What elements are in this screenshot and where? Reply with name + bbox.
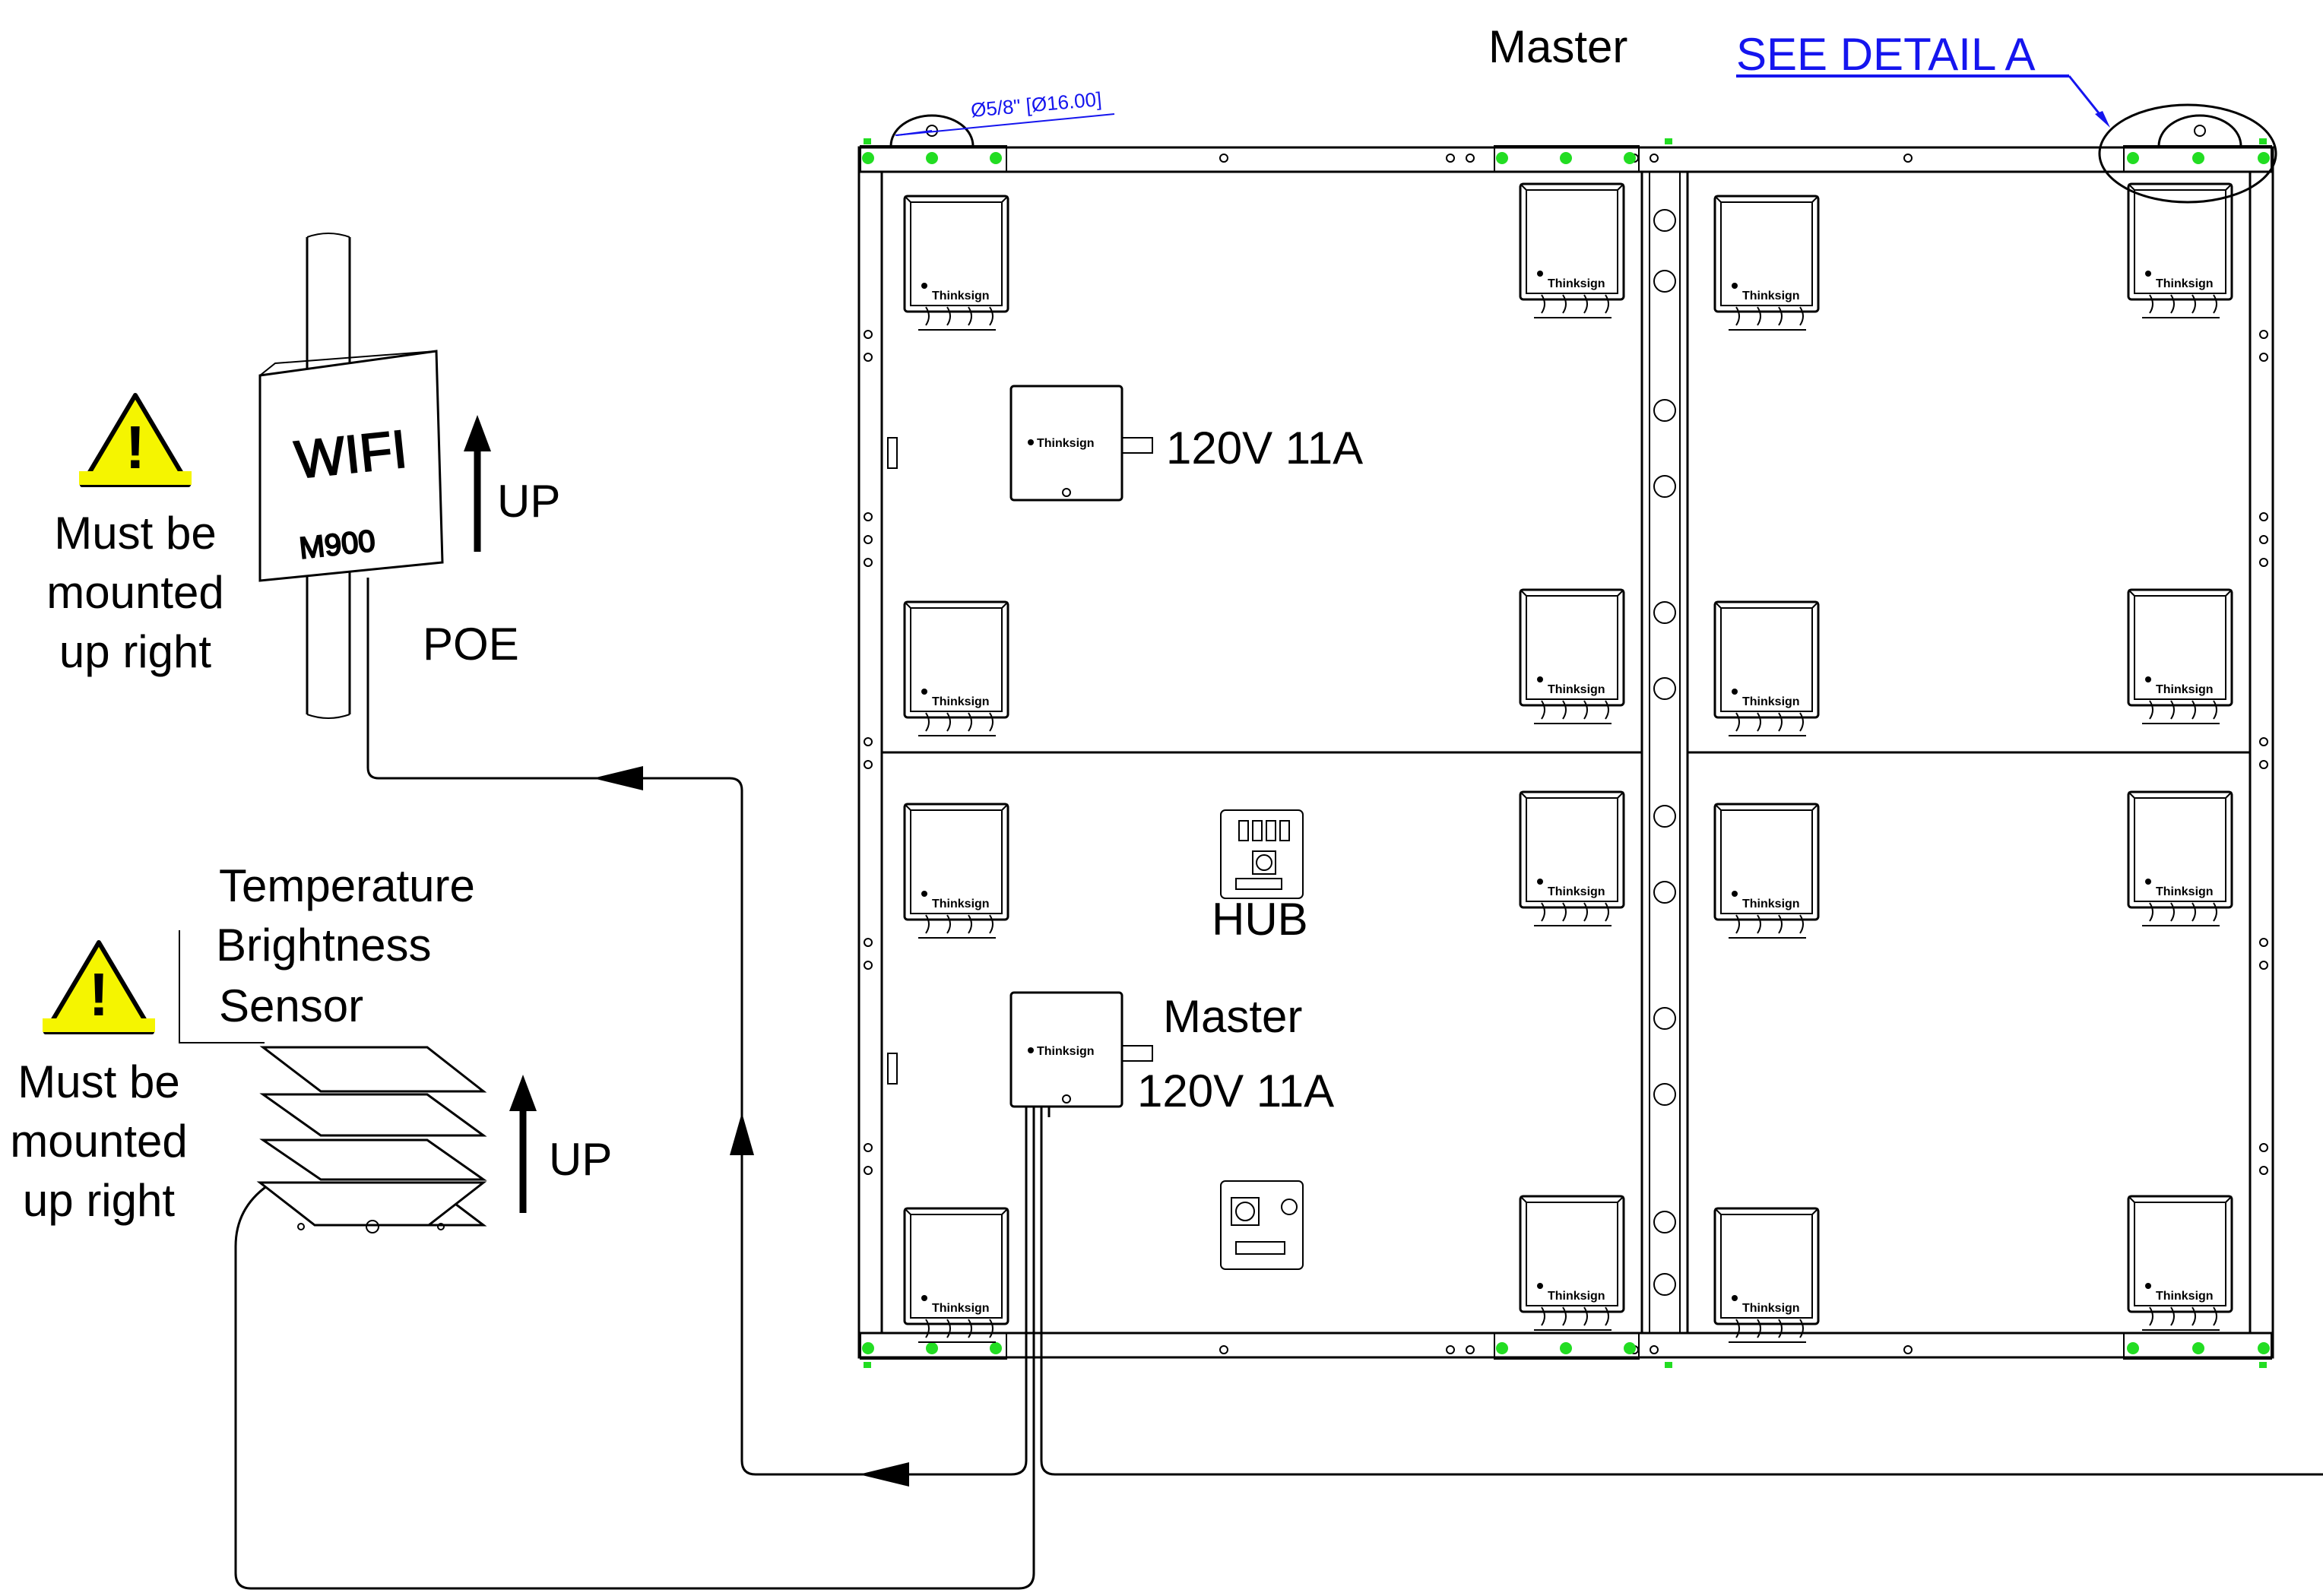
poe-label: POE [423,619,519,670]
module-brand: Thinksign [2156,277,2214,290]
module-brand: Thinksign [932,290,990,302]
dimension-annotation: Ø5/8" [Ø16.00] [895,87,1115,136]
warning-line: up right [23,1175,175,1226]
module-brand: Thinksign [1742,898,1800,910]
side-connectors [887,437,898,1085]
module-brand: Thinksign [932,898,990,910]
fan-modules [903,182,2233,1344]
psu-rating: 120V 11A [1137,1066,1334,1116]
module-brand-labels: Thinksign Thinksign Thinksign Thinksign … [932,277,2214,1315]
fan-module [903,600,1009,737]
hub-board: HUB [1212,809,1308,945]
warning-line: up right [59,626,211,677]
fan-module [2127,790,2233,927]
detail-a-text[interactable]: SEE DETAIL A [1736,29,2036,80]
psu-brand: Thinksign [1037,437,1095,450]
fan-module [2127,588,2233,725]
sensor-board [1220,1180,1304,1270]
cabinet-frame [857,145,2274,1360]
fan-module [2127,182,2233,319]
fan-module [2127,1195,2233,1332]
module-brand: Thinksign [1548,1290,1605,1303]
module-brand: Thinksign [932,695,990,708]
svg-text:!: ! [89,961,109,1028]
module-brand: Thinksign [1742,290,1800,302]
sensor-up-arrow: UP [509,1075,612,1213]
sensor-up-label: UP [549,1134,612,1185]
fan-module [903,803,1009,939]
module-brand: Thinksign [1548,683,1605,696]
sensor-title-line: Temperature [219,860,475,911]
master-label: Master [1488,21,1627,72]
sensor-title-line: Sensor [219,980,363,1031]
lifting-eyes [889,114,2242,147]
center-bolts [1653,209,1676,1296]
warning-icon: ! [79,393,192,487]
fan-module [1519,790,1625,927]
warning-line: Must be [54,508,216,559]
module-brand: Thinksign [2156,1290,2214,1303]
fan-module [1713,600,1820,737]
sensor-title: Temperature Brightness Sensor [216,860,475,1031]
power-supply-master: Thinksign Master 120V 11A [1009,991,1334,1116]
module-brand: Thinksign [1548,277,1605,290]
sensor-title-line: Brightness [216,920,431,971]
warning-line: Must be [17,1056,179,1107]
detail-a-callout [2098,103,2277,204]
fan-module [1713,1207,1820,1344]
fan-module [1519,588,1625,725]
hub-label: HUB [1212,894,1308,945]
module-brand: Thinksign [2156,683,2214,696]
fan-module [903,195,1009,331]
mount-points [862,138,2270,1368]
svg-text:!: ! [125,413,146,481]
fan-module [1713,803,1820,939]
module-brand: Thinksign [1742,695,1800,708]
wifi-up-label: UP [497,476,560,527]
module-brand: Thinksign [1548,885,1605,898]
power-supply-top: Thinksign 120V 11A [1009,385,1363,502]
wifi-unit: WIFI M900 [258,233,444,719]
module-brand: Thinksign [2156,885,2214,898]
warning-line: mounted [46,567,224,618]
psu-master-name: Master [1163,991,1302,1042]
psu-brand: Thinksign [1037,1045,1095,1058]
rail-holes [864,154,2268,1354]
psu-rating: 120V 11A [1166,423,1363,473]
fan-module [903,1207,1009,1344]
fan-module [1519,182,1625,319]
warning-icon: ! [43,940,155,1034]
fan-module [1519,1195,1625,1332]
warning-line: mounted [10,1116,188,1167]
wifi-up-arrow: UP [464,415,560,552]
module-brand: Thinksign [1742,1302,1800,1315]
temperature-sensor [179,930,487,1233]
cables [234,578,2323,1590]
wifi-box-text: WIFI [292,419,410,489]
fan-module [1713,195,1820,331]
module-brand: Thinksign [932,1302,990,1315]
sensor-warning-text: Must be mounted up right [10,1056,188,1226]
detail-a-link[interactable]: SEE DETAIL A [1736,29,2110,128]
wifi-warning-text: Must be mounted up right [46,508,224,677]
